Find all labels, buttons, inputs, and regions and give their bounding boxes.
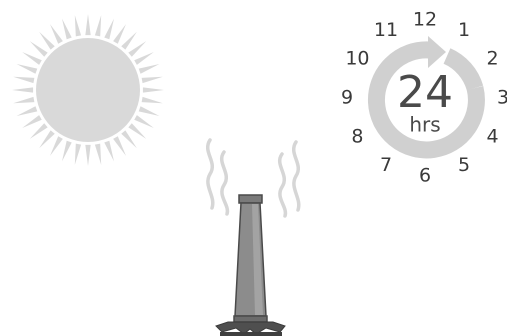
sun-ray: [17, 106, 38, 116]
sun-ray: [113, 136, 126, 156]
sun-ray: [121, 32, 137, 50]
sun-disc: [36, 38, 140, 142]
sun-ray: [139, 64, 160, 74]
sun-ray: [13, 97, 34, 103]
sun-ray: [50, 136, 63, 156]
sun-ray: [128, 123, 146, 139]
sun-ray: [113, 24, 126, 44]
sun-ray: [30, 123, 48, 139]
clock-number-2: 2: [487, 48, 499, 70]
sun-ray: [39, 130, 55, 148]
sun-ray: [62, 141, 72, 162]
sun-ray: [95, 15, 101, 36]
clock-number-10: 10: [345, 48, 369, 70]
clock-number-1: 1: [458, 19, 470, 41]
smoke-wisp-right-1: [294, 142, 299, 210]
chimney-cap: [239, 195, 262, 203]
clock-number-11: 11: [374, 19, 398, 41]
sun-ray: [85, 14, 90, 35]
clock-number-4: 4: [487, 126, 499, 148]
clock-number-3: 3: [497, 87, 507, 109]
sun-ray: [142, 97, 163, 103]
clock-number-6: 6: [419, 165, 431, 187]
hours-value: 24: [397, 67, 453, 118]
sun-ray: [143, 87, 164, 92]
sun-ray: [22, 52, 42, 65]
clock-number-8: 8: [351, 126, 363, 148]
sun-ray: [75, 144, 81, 165]
sun-ray: [104, 141, 114, 162]
smokestack-icon: [216, 195, 285, 336]
sun-ray: [85, 145, 90, 166]
sun-ray: [39, 32, 55, 50]
sun-ray: [12, 87, 33, 92]
sun-ray: [13, 77, 34, 83]
chimney-base-bottom: [220, 332, 282, 336]
sun-ray: [50, 24, 63, 44]
clock-number-12: 12: [413, 9, 437, 31]
sun-ray: [134, 115, 154, 128]
smoke-wisp-left-2: [222, 152, 228, 214]
sun-ray: [142, 77, 163, 83]
sun-ray: [121, 130, 137, 148]
sun-ray: [30, 41, 48, 57]
clock-number-9: 9: [341, 87, 353, 109]
sun-icon: [12, 14, 164, 166]
sun-ray: [104, 19, 114, 40]
clock-number-5: 5: [458, 154, 470, 176]
sun-ray: [95, 144, 101, 165]
chimney-band: [234, 316, 267, 322]
sun-ray: [134, 52, 154, 65]
smoke-wisp-left-1: [208, 140, 213, 208]
smoke-wisp-right-2: [280, 154, 286, 216]
sun-ray: [22, 115, 42, 128]
sun-ray: [75, 15, 81, 36]
clock-number-7: 7: [380, 154, 392, 176]
sun-ray: [128, 41, 146, 57]
sun-ray: [139, 106, 160, 116]
cycle-arrowhead: [428, 36, 446, 68]
hours-unit: hrs: [409, 113, 440, 137]
sun-ray: [17, 64, 38, 74]
sun-ray: [62, 19, 72, 40]
